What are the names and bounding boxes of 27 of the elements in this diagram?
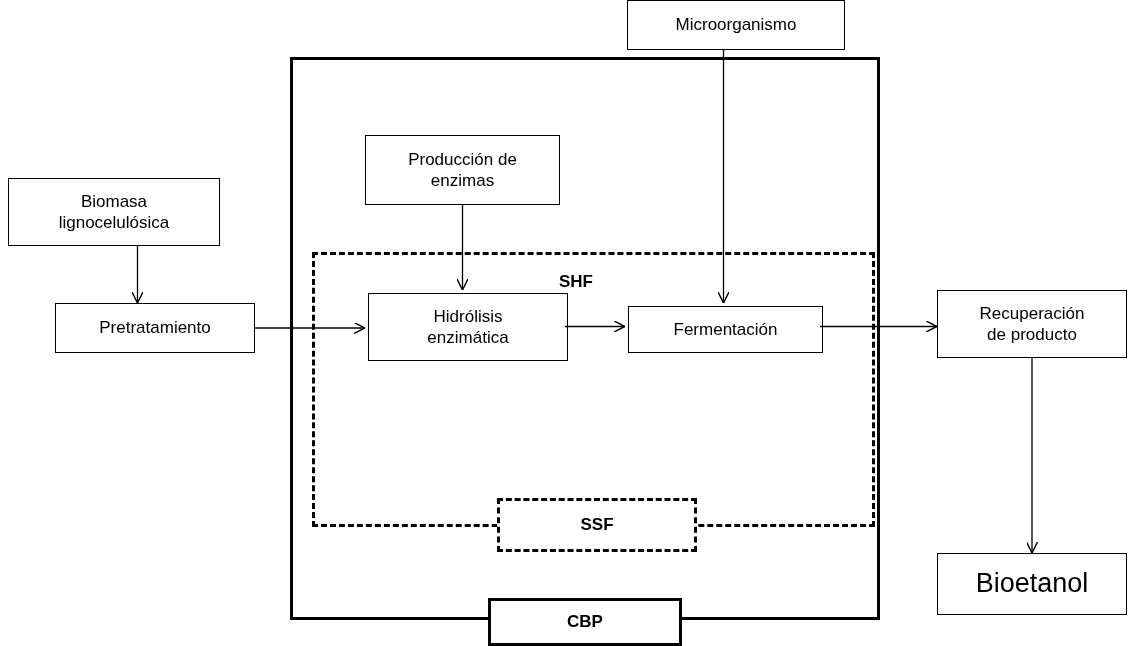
process-box [368,293,568,361]
process-box [628,306,823,353]
process-box [8,178,220,246]
dashed-box [497,498,697,552]
box-label: Pretratamiento [99,317,211,339]
arrow [254,321,366,335]
process-box [937,290,1127,358]
box-label: Bioetanol [975,567,1089,601]
arrow [456,204,469,291]
box-label: Recuperación de producto [978,302,1086,346]
process-box [627,0,845,50]
frame-label: SHF [559,271,593,293]
frame-label: CBP [488,598,682,646]
box-label: Biomasa lignocelulósica [57,190,171,234]
process-box [937,553,1127,615]
process-box [365,135,560,205]
arrow [131,245,144,304]
box-label: Hidrólisis enzimática [426,305,510,349]
arrow [819,320,938,333]
arrow [1025,357,1039,554]
box-label: Microorganismo [675,14,797,36]
box-label: Fermentación [673,318,778,341]
arrow [564,320,626,333]
arrow [717,49,730,304]
box-label: SSF [580,514,614,537]
process-box [55,303,255,353]
box-label: Producción de enzimas [407,148,518,192]
